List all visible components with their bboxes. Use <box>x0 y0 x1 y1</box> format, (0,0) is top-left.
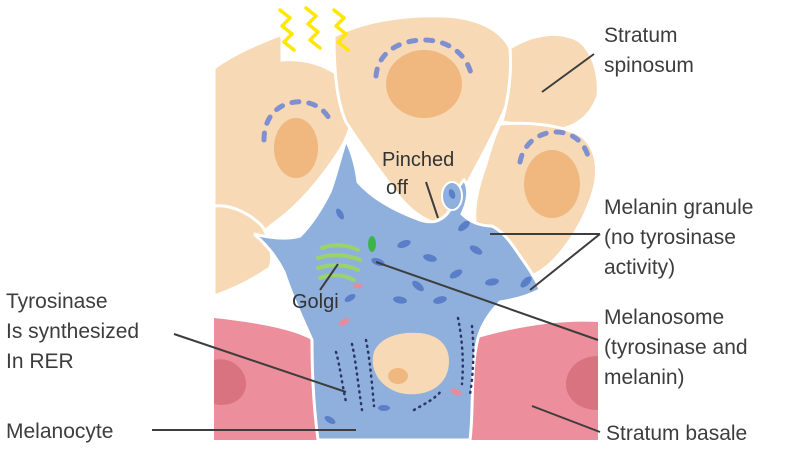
keratinocyte-nuclei <box>274 50 580 218</box>
nucleus-right <box>524 150 580 218</box>
leader-stratum-spinosum <box>541 53 595 93</box>
leader-tyrosinase <box>173 333 347 393</box>
label-stratum-spinosum: Stratum spinosum <box>604 24 694 77</box>
label-golgi: Golgi <box>292 291 339 313</box>
label-melanosome: Melanosome (tyrosinase and melanin) <box>604 306 753 389</box>
labels: Stratum spinosum Pinched off Melanin gra… <box>6 24 759 445</box>
nucleus-center <box>386 50 462 118</box>
leader-stratum-basale <box>531 405 601 433</box>
leader-pinched-off <box>425 181 439 219</box>
basal-nucleus-right <box>566 356 598 410</box>
melanin-granules <box>324 189 532 424</box>
label-melanin-granule: Melanin granule (no tyrosinase activity) <box>604 196 759 279</box>
rough-er <box>334 316 475 412</box>
leader-melanosome <box>375 261 599 341</box>
nucleus-left <box>274 118 318 178</box>
basal-cell-right <box>470 321 598 440</box>
leader-lines <box>152 53 601 433</box>
basal-nucleus-left <box>214 359 246 405</box>
label-melanocyte: Melanocyte <box>6 420 113 443</box>
melanosome-green <box>368 236 376 252</box>
label-stratum-basale: Stratum basale <box>606 422 747 445</box>
leader-golgi <box>319 263 339 291</box>
stratum-basale-cells <box>214 318 598 440</box>
pink-vesicles <box>338 283 462 396</box>
uv-ray-icon <box>278 6 350 52</box>
nuclear-melanin-caps <box>261 37 591 165</box>
melanocyte-body <box>253 136 542 442</box>
basal-cell-left <box>214 318 318 440</box>
label-tyrosinase: Tyrosinase Is synthesized In RER <box>6 290 145 373</box>
keratinocyte-right-upper <box>500 33 600 132</box>
label-pinched-off: Pinched off <box>382 149 460 199</box>
leader-melanin-granule-2 <box>529 233 601 291</box>
melanocyte-nucleolus <box>388 368 408 384</box>
